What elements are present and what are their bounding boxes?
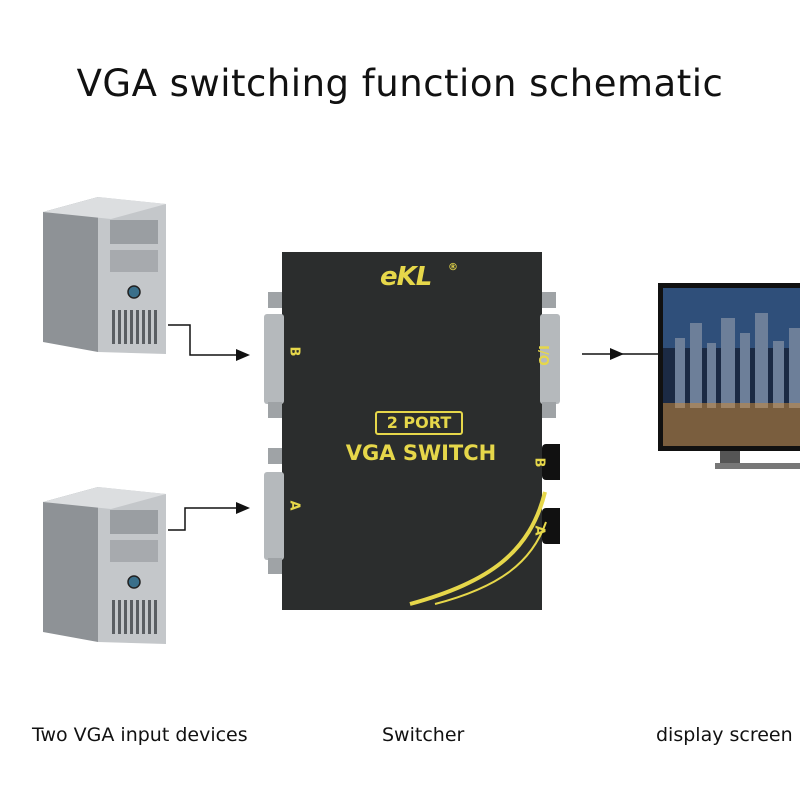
pc-tower-bottom <box>43 487 166 644</box>
display-monitor <box>658 283 800 469</box>
brand-logo: eKL <box>380 262 432 292</box>
port-badge: 2 PORT <box>375 411 463 435</box>
output-label: I/O <box>534 345 550 366</box>
input-a-label: A <box>286 500 302 511</box>
button-b-label: B <box>531 457 547 468</box>
caption-display-screen: display screen <box>656 724 793 746</box>
input-b-label: B <box>286 346 302 357</box>
button-a-label: A <box>531 525 547 536</box>
registered-mark: ® <box>448 262 458 273</box>
line-pc-bottom-to-input-a <box>168 507 236 531</box>
line-pc-top-to-input-b <box>168 324 236 356</box>
diagram-title: VGA switching function schematic <box>76 62 724 105</box>
caption-input-devices: Two VGA input devices <box>32 724 248 746</box>
vga-switch-box <box>264 252 560 610</box>
pc-tower-top <box>43 197 166 354</box>
caption-switcher: Switcher <box>382 724 465 746</box>
arrow-input-a <box>236 502 250 514</box>
model-label: VGA SWITCH <box>345 441 497 465</box>
arrow-output <box>610 348 624 360</box>
arrow-input-b <box>236 349 250 361</box>
